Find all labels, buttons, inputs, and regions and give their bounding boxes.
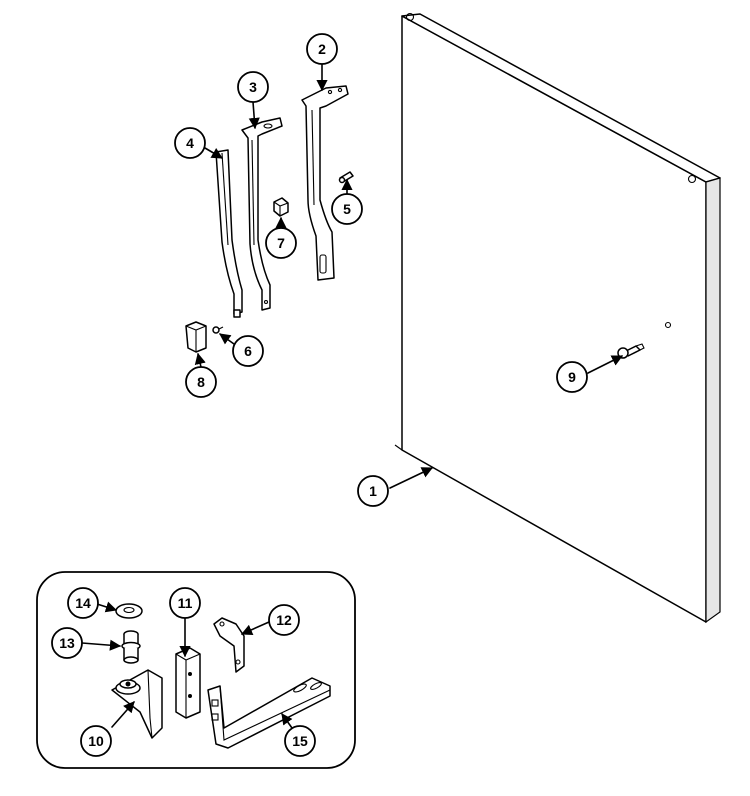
callout-12: 12 [268, 604, 300, 636]
bracket-part-15 [207, 677, 331, 749]
svg-text:8: 8 [197, 374, 205, 390]
door-panel [394, 12, 721, 624]
callout-11: 11 [169, 587, 201, 619]
callout-9: 9 [556, 361, 588, 393]
strip-part-4 [215, 149, 243, 318]
svg-text:7: 7 [277, 235, 285, 251]
callout-3: 3 [237, 71, 269, 103]
svg-text:10: 10 [88, 733, 104, 749]
callout-5: 5 [331, 193, 363, 225]
washer-part-14 [115, 603, 143, 619]
screw-part-6 [212, 326, 224, 334]
svg-text:2: 2 [318, 41, 326, 57]
svg-text:9: 9 [568, 369, 576, 385]
svg-text:1: 1 [369, 483, 377, 499]
callout-10: 10 [80, 725, 112, 757]
hinge-kit-inset [36, 571, 356, 769]
callout-1: 1 [357, 475, 389, 507]
svg-text:15: 15 [292, 733, 308, 749]
callout-7: 7 [265, 227, 297, 259]
svg-text:12: 12 [276, 612, 292, 628]
callout-2: 2 [306, 33, 338, 65]
callout-13: 13 [51, 627, 83, 659]
svg-text:11: 11 [178, 595, 193, 611]
strip-part-2 [301, 85, 349, 281]
leader-lines [81, 63, 624, 729]
callout-6: 6 [232, 335, 264, 367]
hinge-pin-part-13 [121, 630, 141, 664]
svg-text:5: 5 [343, 201, 351, 217]
svg-text:3: 3 [249, 79, 257, 95]
svg-text:14: 14 [75, 595, 91, 611]
svg-text:6: 6 [244, 343, 252, 359]
svg-text:13: 13 [59, 635, 75, 651]
plate-part-11 [175, 647, 201, 719]
strip-part-3 [241, 117, 283, 311]
bracket-part-12 [213, 617, 245, 673]
bushing-part-7 [273, 197, 289, 217]
callout-8: 8 [185, 366, 217, 398]
hinge-bracket-part-10 [111, 669, 163, 739]
callout-15: 15 [284, 725, 316, 757]
callout-4: 4 [174, 127, 206, 159]
svg-text:4: 4 [186, 135, 194, 151]
clip-part-8 [185, 321, 207, 353]
callout-14: 14 [67, 587, 99, 619]
